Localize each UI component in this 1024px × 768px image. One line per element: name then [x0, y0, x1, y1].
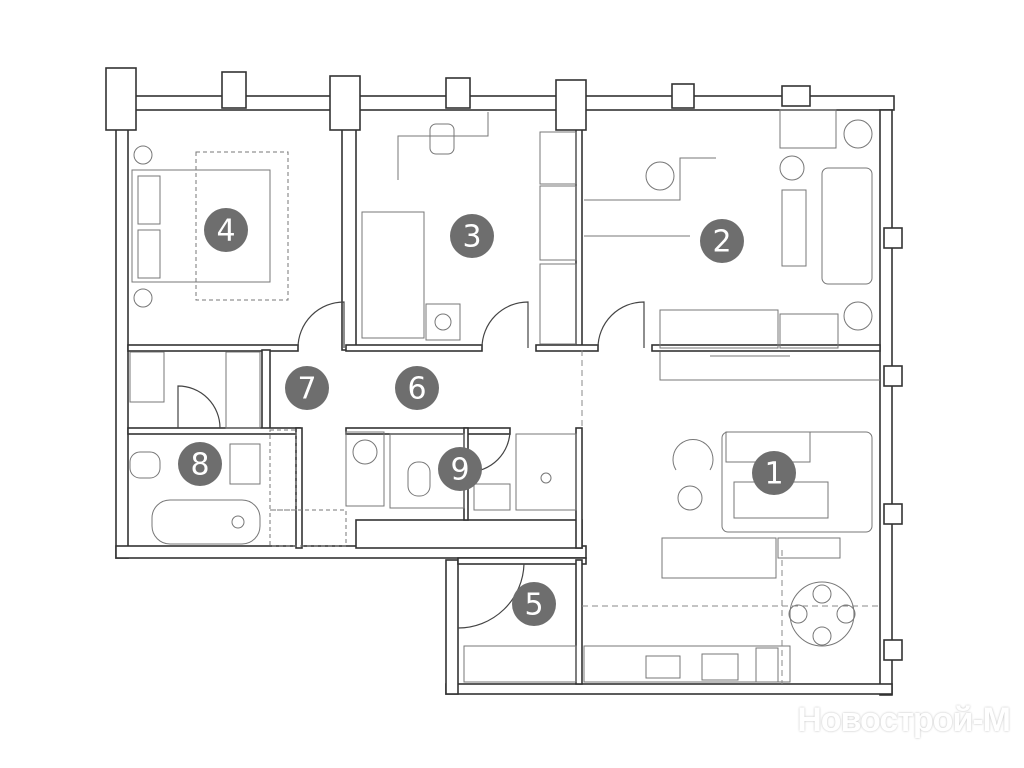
room-marker-2: 2 [700, 219, 744, 263]
room-marker-8: 8 [178, 442, 222, 486]
room-marker-6: 6 [395, 366, 439, 410]
room-marker-4: 4 [204, 208, 248, 252]
room-number: 7 [297, 372, 316, 407]
room-number: 2 [712, 225, 731, 260]
room-number: 3 [462, 220, 481, 255]
room-marker-5: 5 [512, 582, 556, 626]
room-number: 1 [764, 457, 783, 492]
room-marker-1: 1 [752, 451, 796, 495]
furniture [129, 109, 880, 684]
room-number: 8 [190, 448, 209, 483]
room-marker-9: 9 [438, 447, 482, 491]
walls [105, 67, 903, 696]
room-number: 4 [216, 214, 235, 249]
room-marker-3: 3 [450, 214, 494, 258]
room-number: 5 [524, 588, 543, 623]
room-number: 6 [407, 372, 426, 407]
room-marker-7: 7 [285, 366, 329, 410]
watermark: Новострой-М [797, 701, 1011, 739]
room-number: 9 [450, 453, 469, 488]
